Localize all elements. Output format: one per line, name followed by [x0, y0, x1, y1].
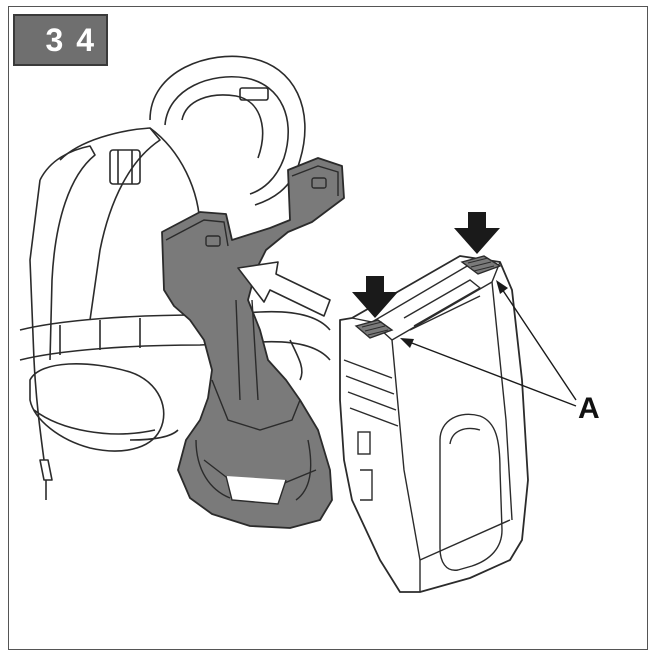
harness-frame-details — [165, 165, 339, 505]
insert-direction-arrow-icon — [237, 261, 331, 317]
harness-frame — [161, 157, 345, 529]
callout-leaders — [403, 285, 577, 407]
callout-arrowheads — [400, 280, 508, 348]
battery-pack-details — [343, 261, 513, 592]
step-number-badge: 3 4 — [13, 14, 108, 66]
callout-label-a: A — [578, 392, 600, 425]
push-down-arrow-icon — [352, 212, 500, 318]
latch-grips — [361, 257, 495, 336]
